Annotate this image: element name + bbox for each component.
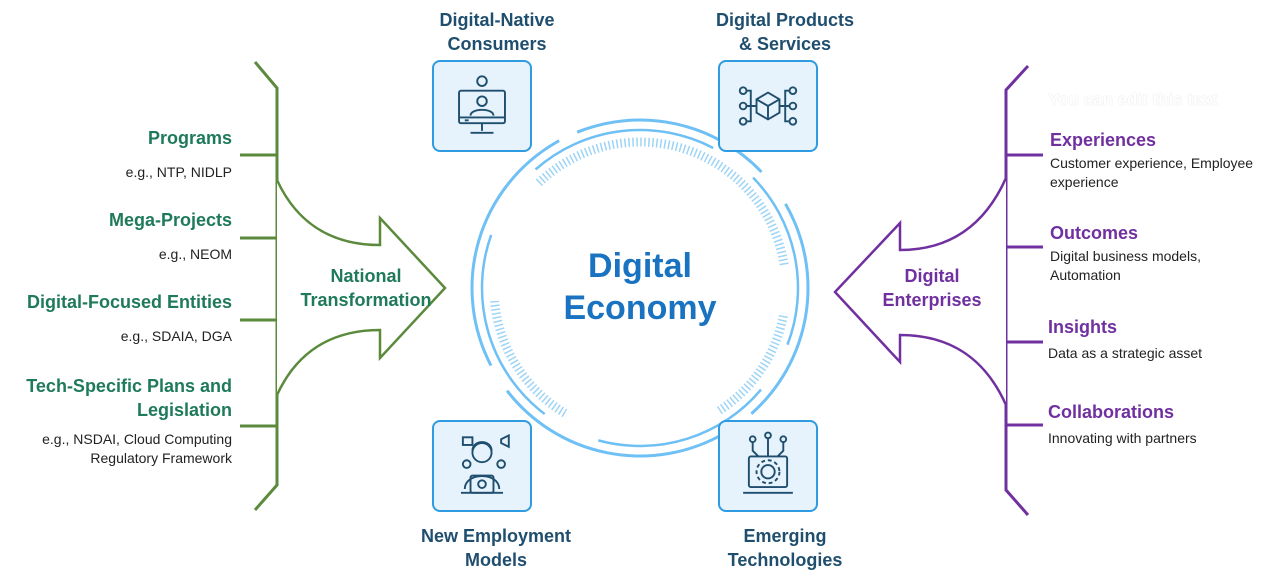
- left-item-3-sub: e.g., SDAIA, DGA: [120, 328, 232, 344]
- node-title-technologies-line2: Technologies: [727, 550, 843, 570]
- right-item-4-sub: Innovating with partners: [1048, 430, 1197, 446]
- node-title-consumers-line2: Consumers: [447, 34, 547, 54]
- node-title-consumers-line1: Digital-Native: [439, 10, 555, 30]
- right-item-1-title: Experiences: [1050, 130, 1157, 150]
- right-item-1-sub-line1: Customer experience, Employee: [1050, 155, 1254, 171]
- node-title-technologies: Emerging Technologies: [690, 524, 880, 572]
- box-employment: [432, 420, 532, 512]
- box-products: [718, 60, 818, 152]
- digital-enterprises-arrow: [833, 177, 1008, 406]
- left-item-2-title: Mega-Projects: [108, 210, 232, 230]
- node-title-technologies-line1: Emerging: [743, 526, 827, 546]
- node-title-products-line2: & Services: [738, 34, 832, 54]
- left-item-4-title-line2: Legislation: [136, 400, 232, 420]
- node-title-employment-line1: New Employment: [420, 526, 572, 546]
- editable-text-placeholder[interactable]: You can edit this text: [1048, 90, 1218, 109]
- left-arrow-label: National Transformation: [276, 264, 456, 312]
- left-item-1-sub: e.g., NTP, NIDLP: [125, 164, 232, 180]
- box-consumers: [432, 60, 532, 152]
- national-transformation-arrow: [275, 179, 447, 396]
- left-item-3-title: Digital-Focused Entities: [26, 292, 232, 312]
- left-item-1-title: Programs: [147, 128, 232, 148]
- right-item-4-title: Collaborations: [1048, 402, 1175, 422]
- right-item-2-sub-line1: Digital business models,: [1050, 248, 1201, 264]
- node-title-employment-line2: Models: [464, 550, 527, 570]
- left-bracket: [240, 61, 279, 511]
- remote-worker-icon: [460, 433, 510, 494]
- left-arrow-label-line1: National: [330, 266, 402, 286]
- left-item-2-sub: e.g., NEOM: [158, 246, 232, 262]
- right-item-2-sub-line2: Automation: [1050, 267, 1121, 283]
- center-title: Digital Economy: [540, 245, 740, 329]
- right-item-3-sub: Data as a strategic asset: [1048, 345, 1203, 361]
- right-item-2-title: Outcomes: [1050, 223, 1139, 243]
- right-arrow-label: Digital Enterprises: [862, 264, 1002, 312]
- left-arrow-label-line2: Transformation: [300, 290, 432, 310]
- right-arrow-label-line2: Enterprises: [882, 290, 982, 310]
- center-title-line1: Digital: [588, 247, 692, 285]
- left-item-4-sub-line1: e.g., NSDAI, Cloud Computing: [42, 431, 232, 447]
- right-item-2-sub: Digital business models, Automation: [1050, 247, 1201, 285]
- right-item-1-sub: Customer experience, Employee experience: [1050, 154, 1253, 192]
- node-title-products: Digital Products & Services: [690, 8, 880, 56]
- node-title-employment: New Employment Models: [400, 524, 592, 572]
- left-item-4-sub: e.g., NSDAI, Cloud Computing Regulatory …: [42, 430, 232, 468]
- node-title-products-line1: Digital Products: [715, 10, 854, 30]
- consumer-monitor-icon: [458, 75, 506, 134]
- right-bracket: [1004, 64, 1043, 516]
- right-item-3-title: Insights: [1048, 317, 1118, 337]
- right-arrow-label-line1: Digital: [904, 266, 960, 286]
- right-item-1-sub-line2: experience: [1050, 174, 1119, 190]
- left-item-4-title-line1: Tech-Specific Plans and: [26, 376, 232, 396]
- box-technologies: [718, 420, 818, 512]
- tech-gear-laptop-icon: [743, 431, 793, 494]
- center-title-line2: Economy: [563, 289, 717, 327]
- node-title-consumers: Digital-Native Consumers: [407, 8, 587, 56]
- product-network-icon: [738, 86, 798, 126]
- left-item-4-title: Tech-Specific Plans and Legislation: [26, 374, 232, 422]
- left-item-4-sub-line2: Regulatory Framework: [90, 450, 232, 466]
